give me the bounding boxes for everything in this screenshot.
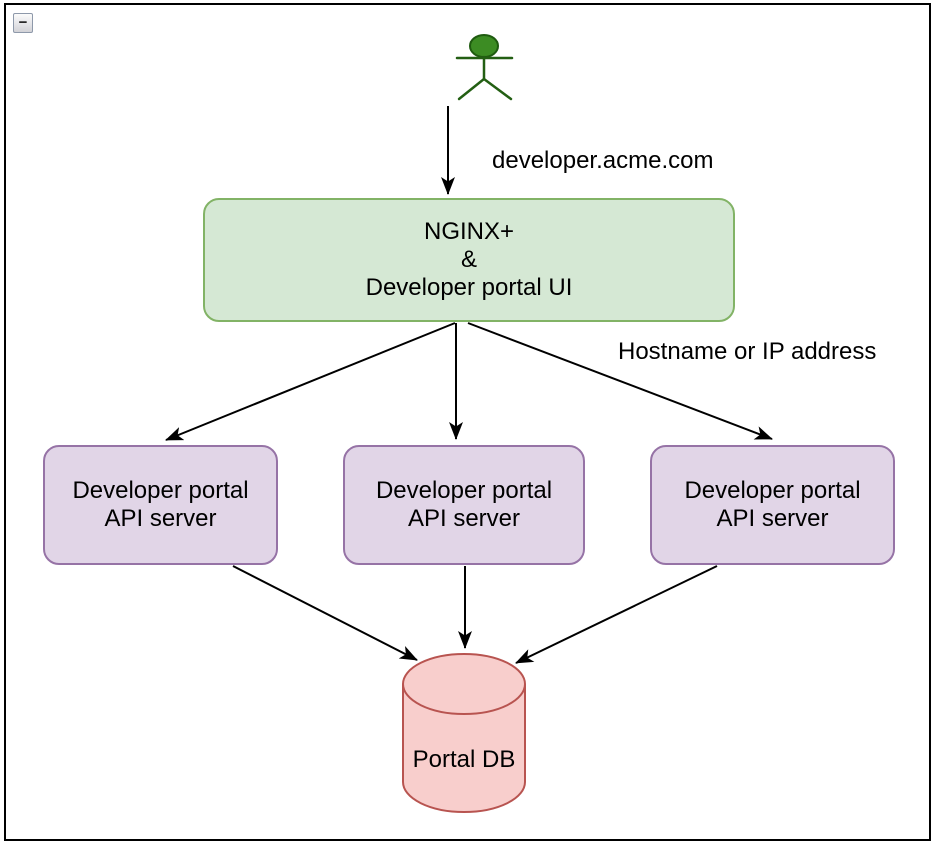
user-actor-icon[interactable] <box>455 34 514 101</box>
edge-api1-to-db <box>232 565 418 661</box>
node-api-server-1[interactable]: Developer portal API server <box>43 445 278 565</box>
actor-leg-left <box>457 77 486 101</box>
collapse-icon: − <box>18 13 28 31</box>
nginx-label-line3: Developer portal UI <box>365 274 573 301</box>
db-cylinder-rim <box>402 683 526 715</box>
edge-label-developer-acme: developer.acme.com <box>492 147 714 174</box>
portal-db-label: Portal DB <box>412 746 516 773</box>
nginx-label-line2: & <box>460 246 477 273</box>
db-cylinder-body <box>402 653 526 813</box>
node-api-server-3[interactable]: Developer portal API server <box>650 445 895 565</box>
nginx-label-line1: NGINX+ <box>423 218 515 245</box>
node-portal-db[interactable] <box>402 653 526 813</box>
actor-leg-right <box>482 77 513 101</box>
collapse-button[interactable]: − <box>13 13 33 33</box>
actor-head <box>469 34 499 58</box>
edge-nginx-to-api-3 <box>467 322 773 440</box>
edge-nginx-to-api-1 <box>165 322 456 441</box>
edge-label-hostname-ip: Hostname or IP address <box>618 338 877 365</box>
api-server-3-label: Developer portal API server <box>684 477 861 532</box>
node-nginx-portal-ui[interactable]: NGINX+ & Developer portal UI <box>203 198 735 322</box>
api-server-2-label: Developer portal API server <box>375 477 553 532</box>
node-api-server-2[interactable]: Developer portal API server <box>343 445 585 565</box>
api-server-1-label: Developer portal API server <box>72 477 249 532</box>
edge-api3-to-db <box>515 565 718 664</box>
